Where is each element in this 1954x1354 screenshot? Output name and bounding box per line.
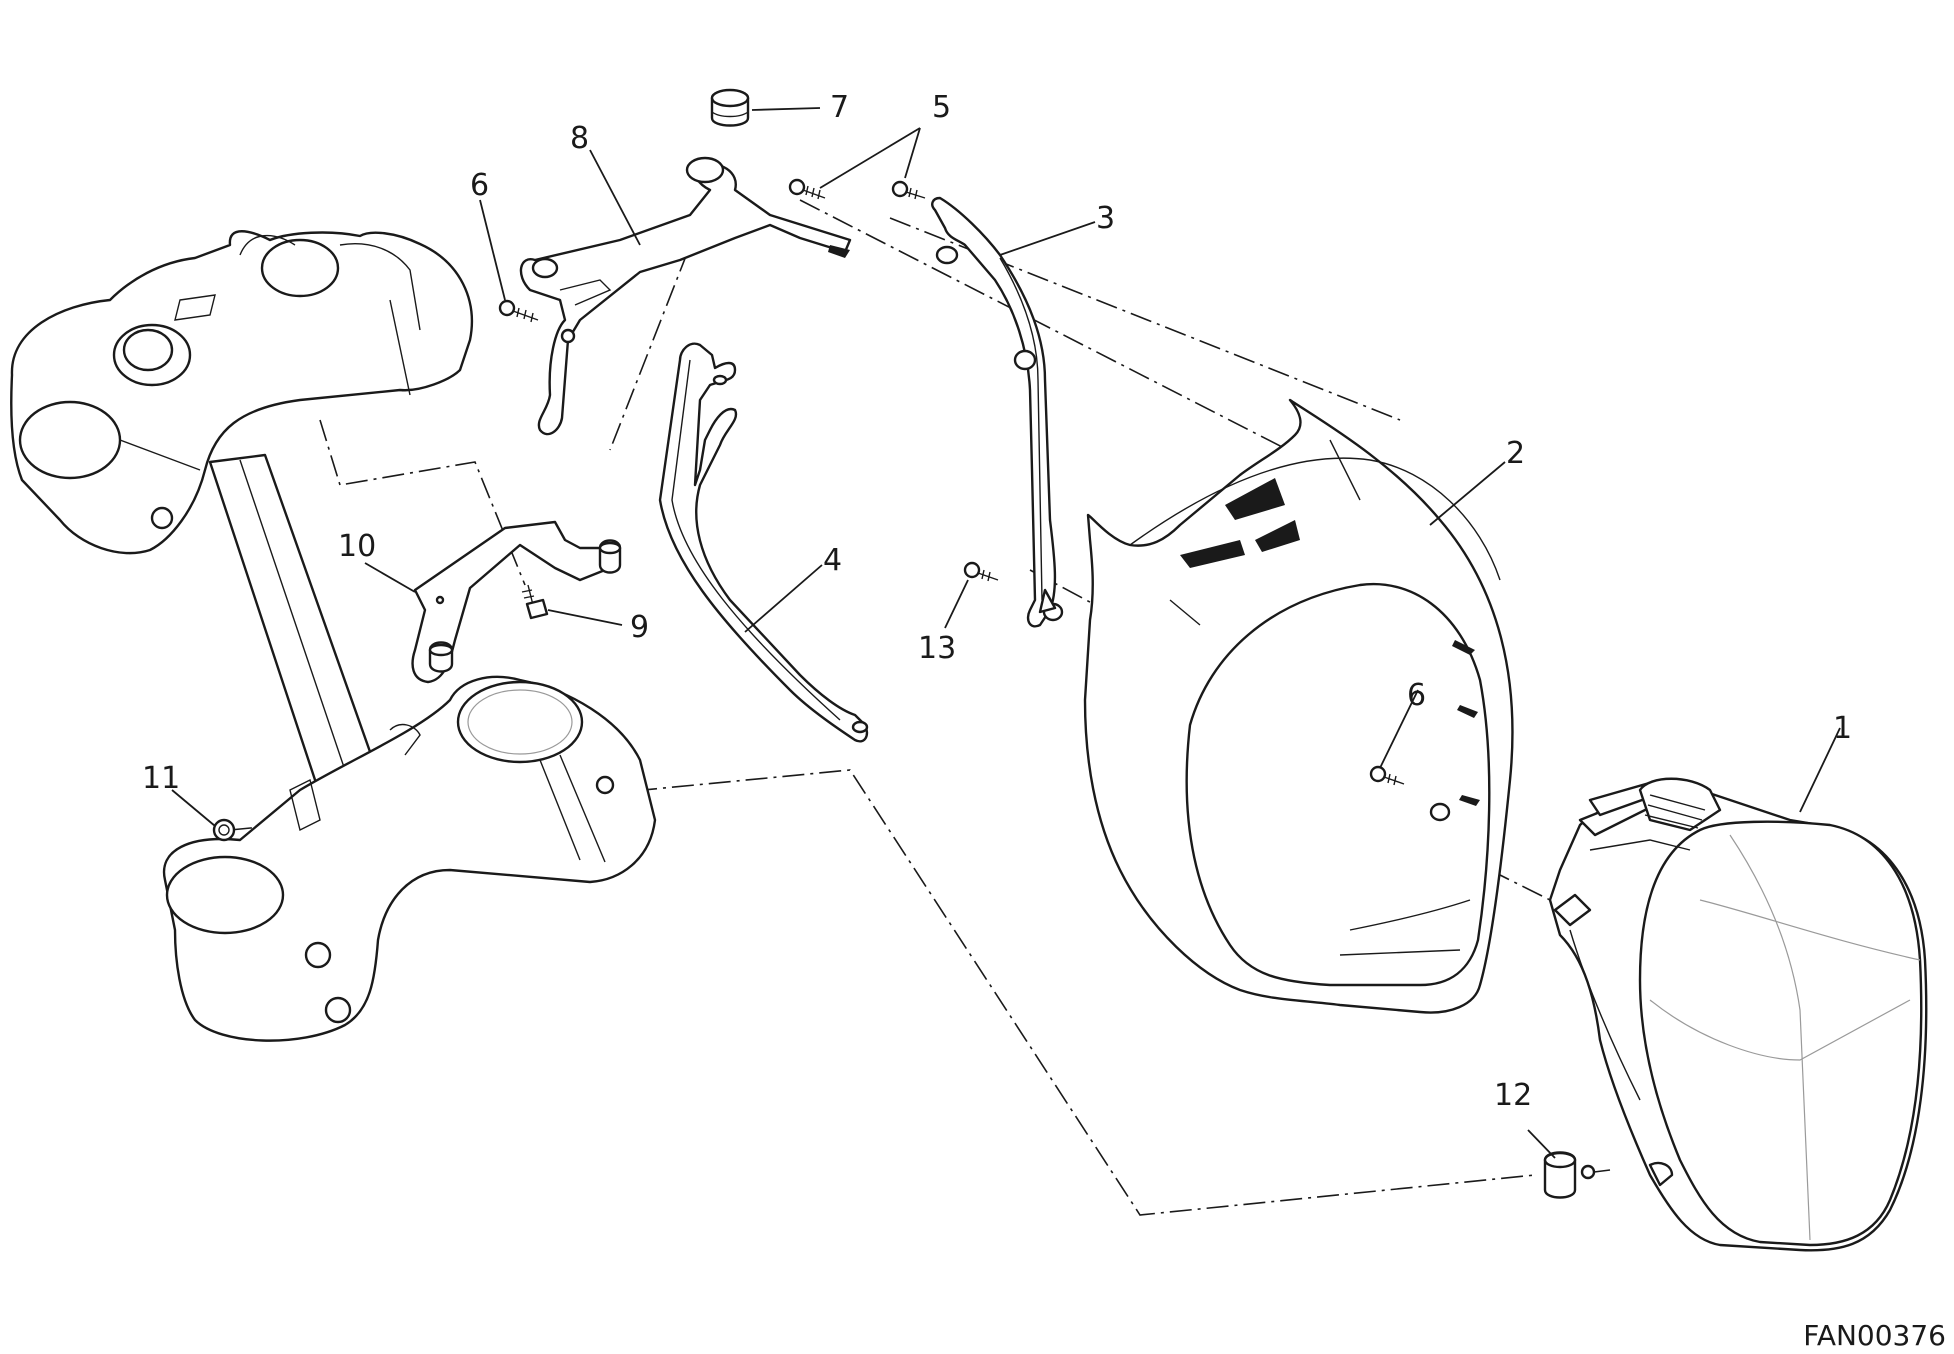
part-7-grommet — [710, 88, 750, 127]
callout-leaders — [171, 107, 1841, 1159]
lower-triple-clamp — [162, 675, 657, 1042]
part-13-screw — [963, 561, 999, 582]
callout-6-upper: 6 — [470, 168, 489, 203]
callout-9: 9 — [630, 610, 649, 645]
steering-stem — [208, 453, 382, 797]
part-9-bolt — [521, 584, 549, 620]
callout-labels: 1 2 3 4 5 6 6 7 8 9 10 11 12 13 — [142, 90, 1852, 1113]
part-3-side-bracket — [931, 196, 1064, 628]
callout-5: 5 — [932, 90, 951, 125]
part-6-screw-lower — [1369, 765, 1405, 786]
part-5-screws — [788, 178, 926, 200]
callout-10: 10 — [338, 529, 376, 564]
callout-6-lower: 6 — [1407, 678, 1426, 713]
callout-7: 7 — [830, 90, 849, 125]
part-10-lower-bracket — [411, 520, 622, 684]
part-8-upper-bracket — [519, 156, 852, 436]
part-4-side-bracket — [658, 342, 869, 743]
part-11-nut — [212, 818, 236, 842]
callout-8: 8 — [570, 121, 589, 156]
callout-4: 4 — [823, 543, 842, 578]
drawing-code: FAN00376 — [1803, 1319, 1946, 1352]
callout-13: 13 — [918, 631, 956, 666]
part-6-screw-upper — [498, 299, 539, 323]
callout-2: 2 — [1506, 436, 1525, 471]
part-1-headlight — [1548, 777, 1928, 1252]
part-12-grommet — [1543, 1151, 1611, 1199]
callout-1: 1 — [1833, 711, 1852, 746]
callout-11: 11 — [142, 761, 180, 796]
callout-12: 12 — [1494, 1078, 1532, 1113]
callout-3: 3 — [1096, 201, 1115, 236]
part-2-headlight-fairing — [1083, 398, 1514, 1014]
upper-triple-clamp — [10, 230, 474, 555]
